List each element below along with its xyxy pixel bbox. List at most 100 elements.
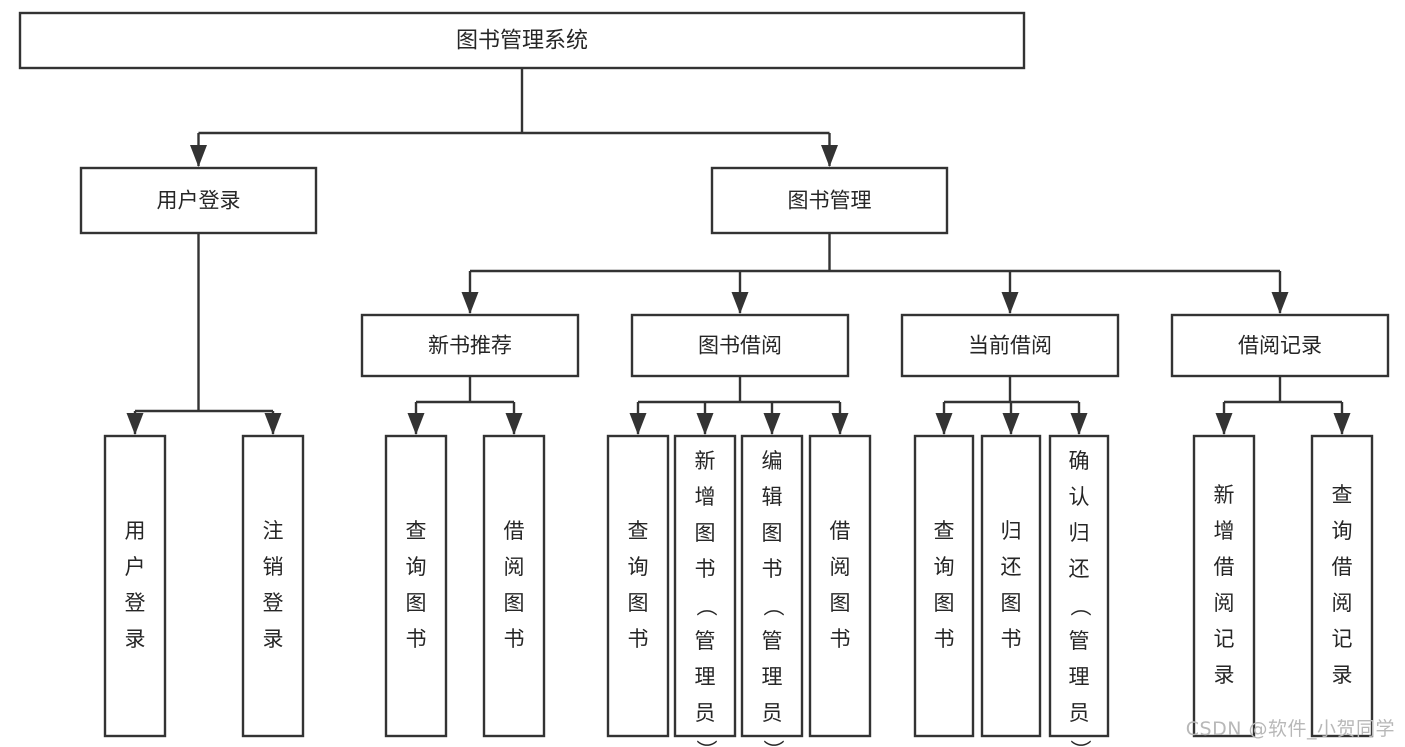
leaf-node-6-label-char: 图 — [762, 521, 783, 545]
root-node[interactable]: 图书管理系统 — [18, 11, 1026, 70]
leaf-node-6-label-char: （ — [761, 596, 785, 617]
leaf-node-11-rect — [1192, 434, 1256, 738]
arrow-head-icon — [629, 413, 647, 435]
leaf-node-10-label-char: 归 — [1069, 521, 1090, 545]
level2-node-0-rect — [360, 313, 580, 378]
leaf-node-5-label-char: 理 — [695, 665, 716, 689]
level2-node-2-label: 当前借阅 — [968, 334, 1052, 358]
leaf-node-4-label-char: 询 — [628, 555, 649, 579]
leaf-node-0-label-char: 用 — [125, 519, 146, 543]
leaf-node-1-label-char: 销 — [263, 555, 284, 579]
leaf-node-3-label-char: 借 — [504, 519, 525, 543]
leaf-node-0[interactable]: 用户登录 — [103, 434, 167, 738]
leaf-node-8-label-char: 询 — [934, 555, 955, 579]
leaf-node-6-rect — [740, 434, 804, 738]
arrow-head-icon — [461, 292, 479, 314]
level1-node-1[interactable]: 图书管理 — [710, 166, 949, 235]
leaf-node-0-label-char: 户 — [125, 555, 146, 579]
leaf-node-10-label-char: （ — [1068, 596, 1092, 617]
leaf-node-6-label-char: 管 — [762, 629, 783, 653]
leaf-node-3-label-char: 阅 — [504, 555, 525, 579]
arrow-head-icon — [763, 413, 781, 435]
leaf-node-7-label-char: 借 — [830, 519, 851, 543]
leaf-node-6-label-char: ） — [761, 740, 785, 747]
leaf-node-4-rect — [606, 434, 670, 738]
leaf-node-12-label-char: 借 — [1332, 555, 1353, 579]
arrow-head-icon — [696, 413, 714, 435]
arrow-head-icon — [1001, 292, 1019, 314]
level2-node-3[interactable]: 借阅记录 — [1170, 313, 1390, 378]
leaf-node-5-label-char: 书 — [695, 557, 716, 581]
leaf-node-10-rect — [1048, 434, 1110, 738]
leaf-node-0-label-char: 录 — [125, 627, 146, 651]
leaf-node-4-label-char: 图 — [628, 591, 649, 615]
arrow-head-icon — [126, 413, 144, 435]
leaf-node-10-label-char: ） — [1068, 740, 1092, 747]
leaf-node-7-label-char: 阅 — [830, 555, 851, 579]
level2-node-3-rect — [1170, 313, 1390, 378]
arrow-head-icon — [731, 292, 749, 314]
leaf-node-12-label-char: 询 — [1332, 519, 1353, 543]
leaf-node-1-label-char: 登 — [263, 591, 284, 615]
level1-node-1-label: 图书管理 — [788, 189, 872, 213]
leaf-node-12-rect — [1310, 434, 1374, 738]
leaf-node-3-rect — [482, 434, 546, 738]
leaf-node-11-label-char: 阅 — [1214, 591, 1235, 615]
leaf-node-1-label-char: 录 — [263, 627, 284, 651]
level2-node-0[interactable]: 新书推荐 — [360, 313, 580, 378]
leaf-node-5-label-char: 管 — [695, 629, 716, 653]
leaf-node-1-label-char: 注 — [263, 519, 284, 543]
leaf-node-2-rect — [384, 434, 448, 738]
leaf-node-8-rect — [913, 434, 975, 738]
leaf-node-10-label-char: 管 — [1069, 629, 1090, 653]
arrow-head-icon — [190, 145, 207, 167]
level2-node-2[interactable]: 当前借阅 — [900, 313, 1120, 378]
leaf-node-6-label-char: 书 — [762, 557, 783, 581]
leaf-node-9-label-char: 还 — [1001, 555, 1022, 579]
level1-node-0[interactable]: 用户登录 — [79, 166, 318, 235]
level1-node-0-label: 用户登录 — [157, 189, 241, 213]
leaf-node-8-label-char: 查 — [934, 519, 955, 543]
leaf-node-11-label-char: 借 — [1214, 555, 1235, 579]
leaf-node-7-label-char: 图 — [830, 591, 851, 615]
leaf-node-7-rect — [808, 434, 872, 738]
leaf-node-0-label-char: 登 — [125, 591, 146, 615]
leaf-node-10-label-char: 员 — [1069, 701, 1090, 725]
level2-node-1[interactable]: 图书借阅 — [630, 313, 850, 378]
arrow-head-icon — [1215, 413, 1233, 435]
leaf-node-5-label-char: （ — [694, 596, 718, 617]
level2-node-1-rect — [630, 313, 850, 378]
leaf-node-4-label-char: 查 — [628, 519, 649, 543]
leaf-node-2-label-char: 查 — [406, 519, 427, 543]
leaf-node-5-rect — [673, 434, 737, 738]
leaf-node-4-label-char: 书 — [628, 627, 649, 651]
leaf-node-1-rect — [241, 434, 305, 738]
level2-node-3-label: 借阅记录 — [1238, 334, 1322, 358]
leaf-node-9-label-char: 图 — [1001, 591, 1022, 615]
level2-node-2-rect — [900, 313, 1120, 378]
root-node-rect — [18, 11, 1026, 70]
leaf-node-11-label-char: 新 — [1214, 483, 1235, 507]
leaf-node-0-rect — [103, 434, 167, 738]
leaf-node-2-label-char: 图 — [406, 591, 427, 615]
leaf-node-11-label-char: 录 — [1214, 663, 1235, 687]
leaf-node-5-label-char: 新 — [695, 449, 716, 473]
arrow-head-icon — [264, 413, 282, 435]
arrow-head-icon — [821, 145, 838, 167]
leaf-node-10-label-char: 确 — [1069, 449, 1090, 473]
level1-node-0-rect — [79, 166, 318, 235]
